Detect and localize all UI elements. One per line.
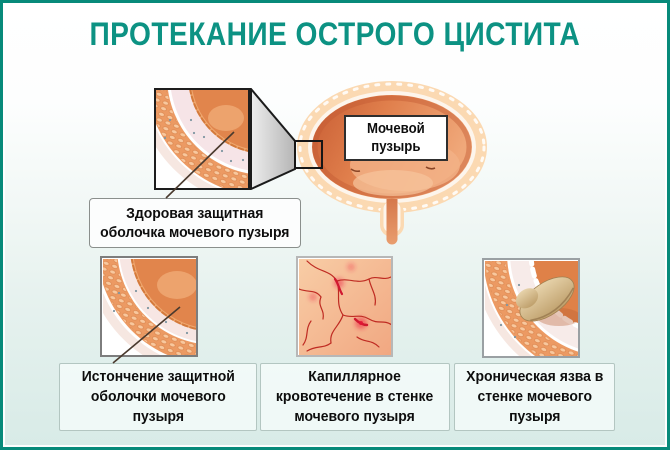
healthy-bladder-wall-illustration <box>154 88 250 190</box>
left-ureter-mark <box>350 168 361 173</box>
ulcer-mass <box>515 276 575 322</box>
right-ureter-mark <box>425 166 436 170</box>
magnified-region-square <box>294 140 323 169</box>
healthy-wall-caption: Здоровая защитная оболочка мочевого пузы… <box>100 205 290 241</box>
stage-caption-box-bleeding: Капиллярное кровотечение в стенке мочево… <box>260 363 450 431</box>
chronic-ulcer-illustration <box>482 258 580 358</box>
page-title: ПРОТЕКАНИЕ ОСТРОГО ЦИСТИТА <box>3 16 667 53</box>
stage-caption-thinning: Истончение защитной оболочки мочевого пу… <box>81 368 235 425</box>
stage-caption-box-thinning: Истончение защитной оболочки мочевого пу… <box>59 363 257 431</box>
stage-caption-box-ulcer: Хроническая язва в стенке мочевого пузыр… <box>454 363 615 431</box>
page-title-text: ПРОТЕКАНИЕ ОСТРОГО ЦИСТИТА <box>89 16 581 52</box>
magnifier-callout-trapezoid-icon <box>250 88 296 190</box>
capillary-bleeding-illustration <box>296 256 393 357</box>
thinned-bladder-wall-illustration <box>100 256 198 357</box>
stage-caption-ulcer: Хроническая язва в стенке мочевого пузыр… <box>465 368 604 425</box>
bladder-label-text: Мочевой пузырь <box>367 120 425 155</box>
urethra <box>386 199 398 245</box>
stage-caption-bleeding: Капиллярное кровотечение в стенке мочево… <box>276 368 434 425</box>
bladder-label: Мочевой пузырь <box>344 115 448 161</box>
healthy-wall-caption-box: Здоровая защитная оболочка мочевого пузы… <box>89 198 301 248</box>
